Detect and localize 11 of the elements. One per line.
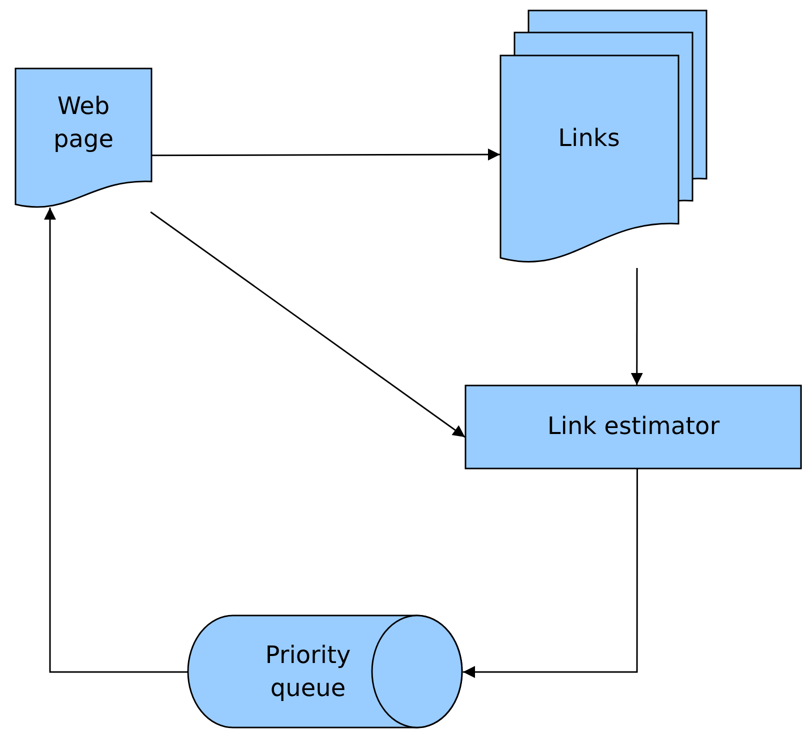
arrow (630, 268, 643, 385)
arrow (463, 469, 638, 678)
cylinder-shape (188, 615, 463, 728)
arrow (44, 208, 188, 673)
arrow (152, 148, 500, 160)
node-label: Priority queue (264, 640, 352, 704)
arrow (150, 211, 466, 438)
node-label: Link estimator (546, 411, 721, 442)
process-box (465, 385, 802, 469)
node-label: Web page (52, 91, 114, 155)
node-label: Links (557, 123, 621, 154)
